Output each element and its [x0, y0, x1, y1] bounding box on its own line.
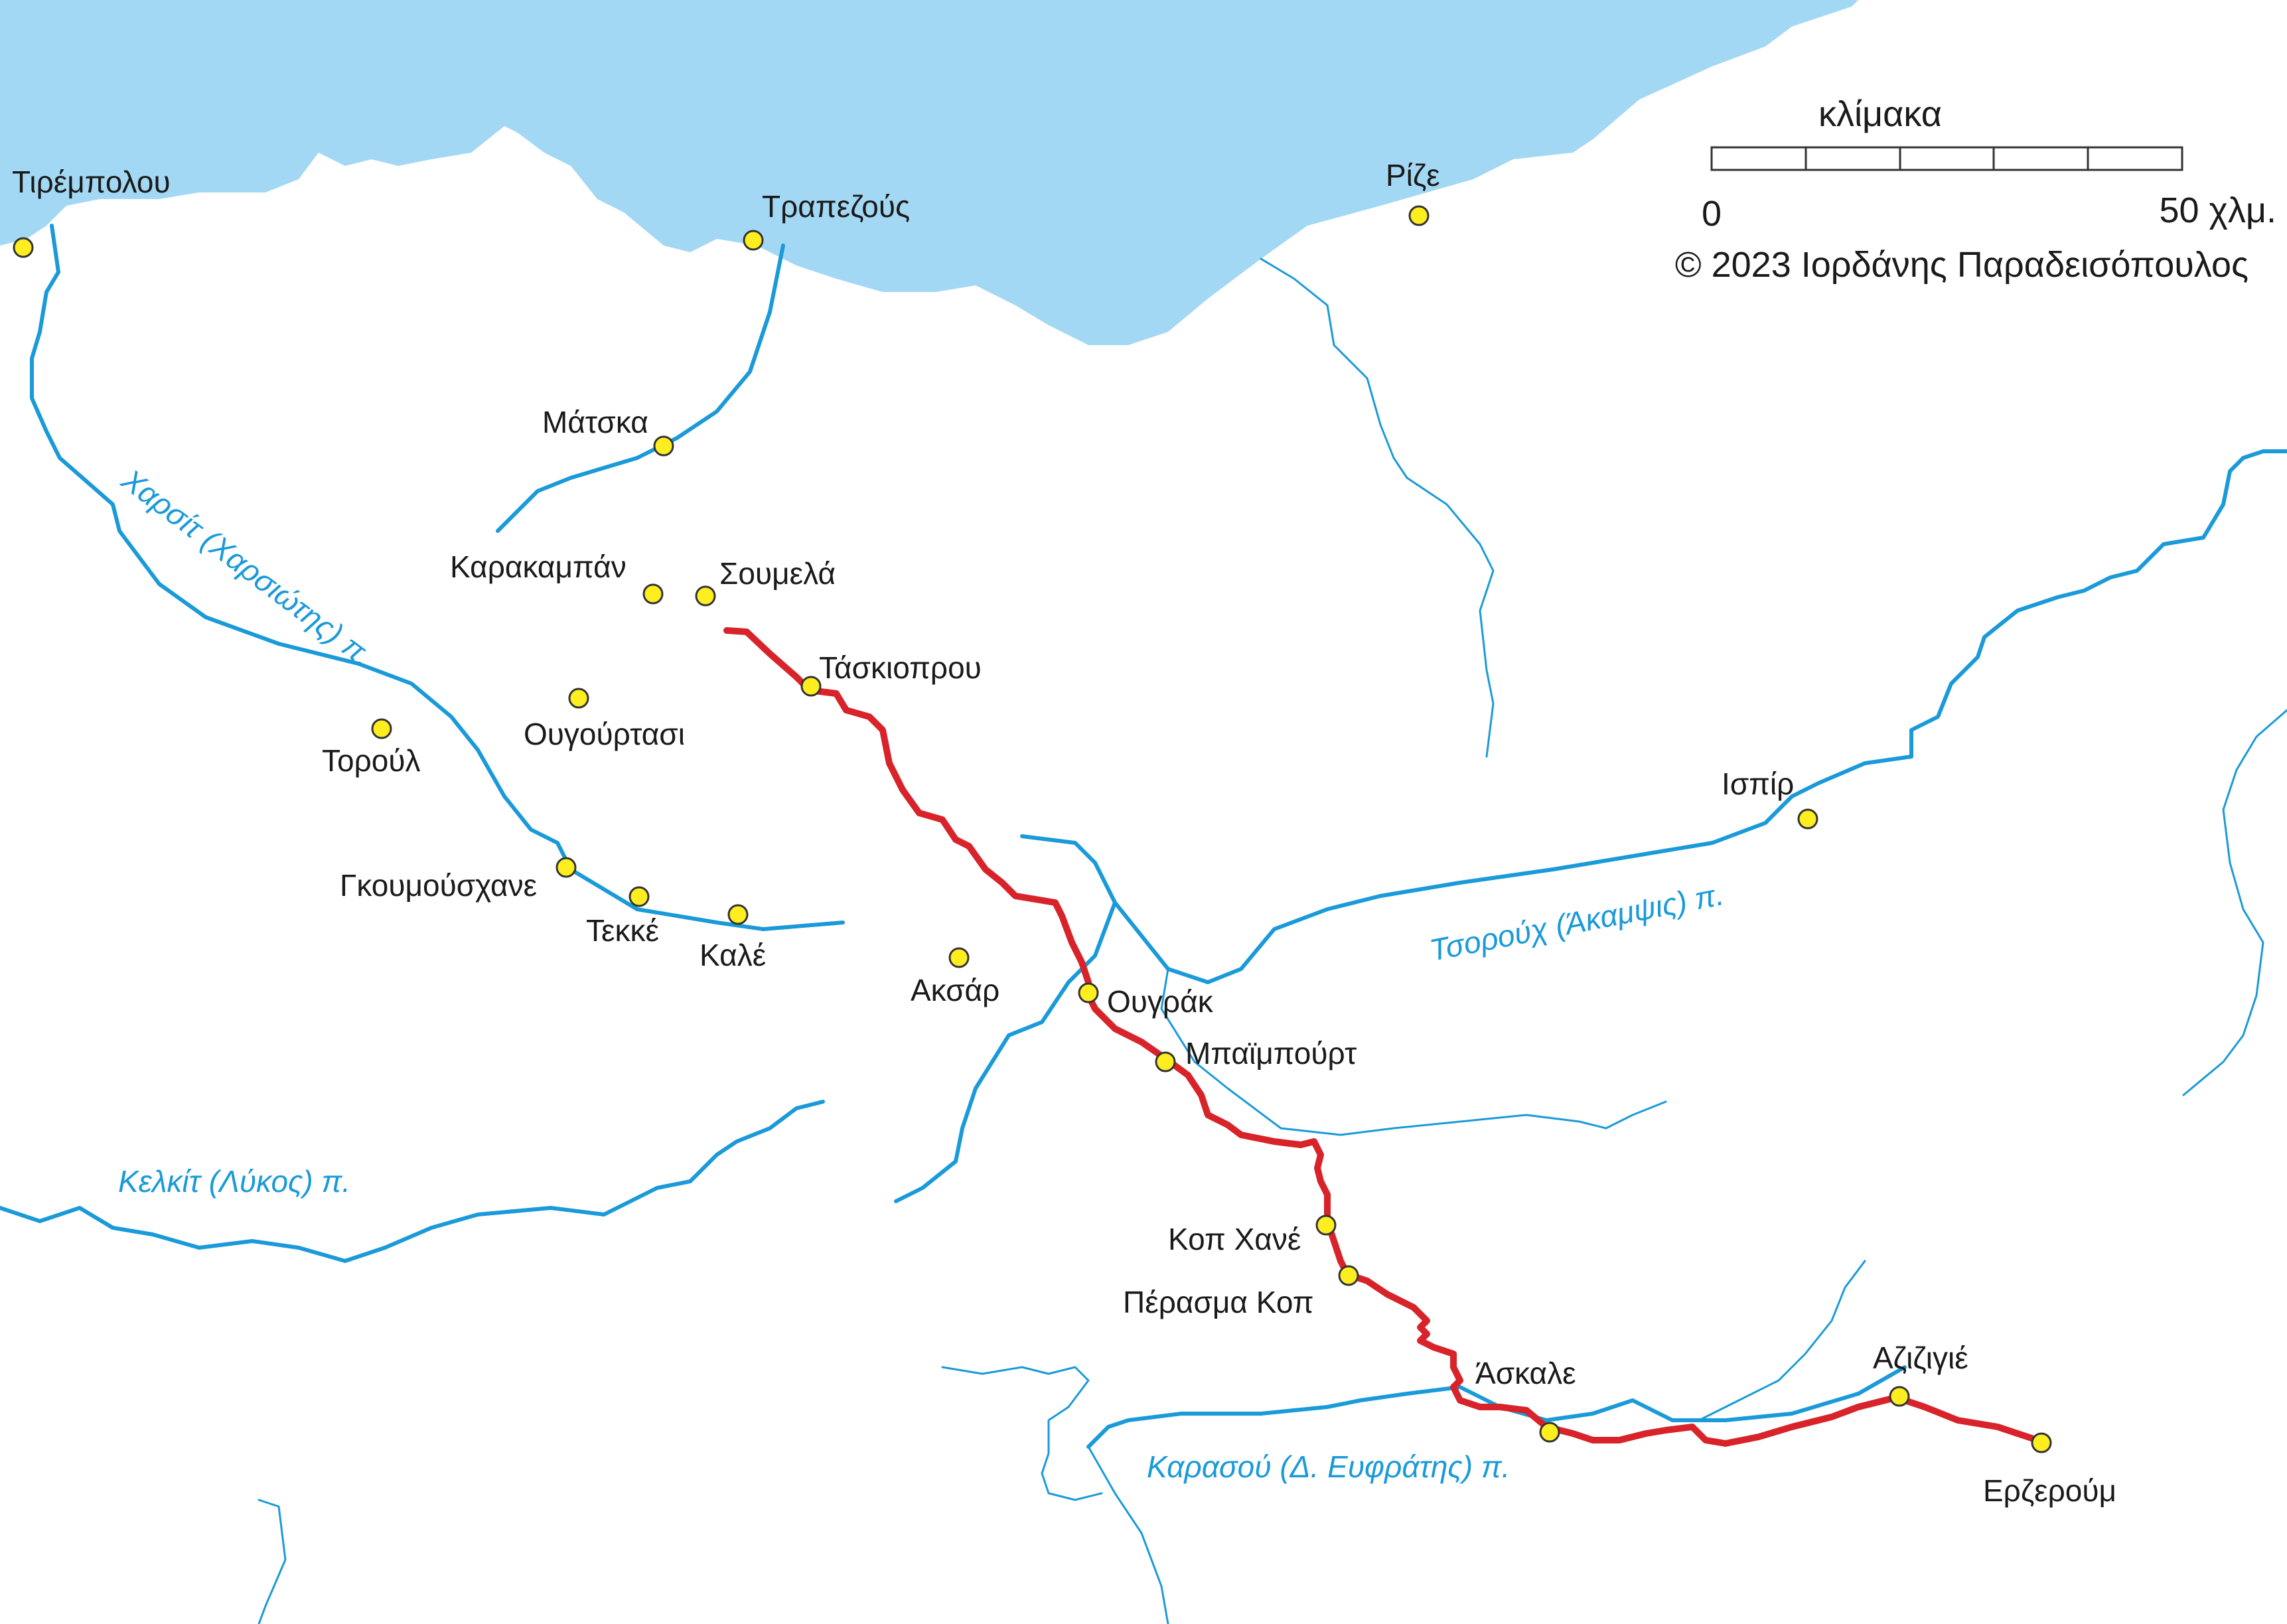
town-marker-toroul: [371, 718, 392, 739]
town-label-erzeroum: Ερζερούμ: [1983, 1473, 2116, 1508]
town-marker-gkoumousxane: [555, 857, 577, 878]
town-marker-rize: [1408, 205, 1430, 226]
town-label-tirempolou: Τιρέμπολου: [12, 165, 171, 199]
route: [723, 627, 2045, 1447]
town-marker-aksar: [948, 947, 970, 968]
town-label-ougrak: Ουγράκ: [1107, 984, 1214, 1019]
town-label-ougourtasi: Ουγούρτασι: [524, 717, 685, 751]
rize-stream: [1260, 258, 1495, 758]
town-marker-tirempolou: [13, 237, 34, 258]
town-label-kop-xane: Κοπ Χανέ: [1168, 1222, 1301, 1256]
town-labels: Τιρέμπολου Τραπεζούς Ρίζε Μάτσκα Καρακαμ…: [12, 158, 2116, 1508]
scale-title: κλίμακα: [1818, 94, 1942, 134]
river-label-kelkit: Κελκίτ (Λύκος) π.: [118, 1164, 350, 1199]
karasou-tributary-3: [941, 1366, 1103, 1501]
town-marker-kop-xane: [1315, 1215, 1337, 1236]
town-marker-kale: [727, 904, 749, 925]
town-marker-matska: [653, 435, 674, 457]
town-marker-ougrak: [1078, 982, 1099, 1003]
town-marker-karakampan: [642, 583, 664, 605]
town-label-aksar: Ακσάρ: [911, 973, 999, 1007]
town-label-soumela: Σουμελά: [719, 556, 836, 591]
town-marker-perasma-kop: [1338, 1265, 1359, 1286]
town-label-toroul: Τορούλ: [322, 743, 421, 778]
scale-bar: κλίμακα 0 50 χλμ. © 2023 Ιορδάνης Παραδε…: [1675, 94, 2276, 285]
charsit-tributary: [496, 244, 785, 533]
town-marker-askale: [1539, 1422, 1560, 1443]
tsorouch-river: [1020, 449, 2287, 984]
tsorouch-tributary-1: [894, 901, 1117, 1203]
east-stream: [2182, 709, 2287, 1096]
town-marker-baibourt: [1155, 1051, 1176, 1072]
town-label-trapezous: Τραπεζούς: [762, 189, 910, 224]
karasou-river: [1086, 1365, 1907, 1449]
town-label-baibourt: Μπαϊμπούρτ: [1185, 1036, 1357, 1070]
town-label-perasma-kop: Πέρασμα Κοπ: [1123, 1285, 1314, 1319]
town-label-gkoumousxane: Γκουμούσχανε: [340, 868, 537, 903]
town-label-tekke: Τεκκέ: [586, 913, 659, 948]
scale-start-label: 0: [1702, 194, 1722, 234]
town-marker-azizigie: [1889, 1386, 1910, 1407]
town-label-taskiopru: Τάσκιοπρου: [819, 650, 982, 685]
river-label-charsit: Χαρσίτ (Χαρσιώτης) π.: [115, 462, 380, 674]
town-marker-taskiopru: [800, 676, 822, 697]
town-marker-soumela: [695, 585, 716, 607]
town-label-askale: Άσκαλε: [1475, 1356, 1576, 1390]
west-stream: [258, 1499, 287, 1624]
town-marker-trapezous: [743, 230, 764, 251]
town-marker-ougourtasi: [568, 688, 589, 709]
black-sea: [0, 0, 1858, 345]
town-label-kale: Καλέ: [700, 938, 766, 972]
river-label-tsorouch: Τσορούχ (Άκαμψις) π.: [1427, 877, 1727, 968]
river-label-karasou: Καρασού (Δ. Ευφράτης) π.: [1147, 1449, 1510, 1484]
scale-end-label: 50 χλμ.: [2159, 190, 2276, 230]
town-markers: [13, 205, 2052, 1453]
town-label-matska: Μάτσκα: [542, 405, 648, 439]
copyright: © 2023 Ιορδάνης Παραδεισόπουλος: [1675, 245, 2249, 285]
tsorouch-tributary-2: [1160, 968, 1667, 1136]
town-label-ispir: Ισπίρ: [1722, 767, 1794, 801]
town-label-rize: Ρίζε: [1386, 158, 1440, 192]
town-label-azizigie: Αζιζιγιέ: [1873, 1341, 1968, 1375]
town-marker-erzeroum: [2031, 1432, 2052, 1453]
karasou-tributary-2: [1087, 1445, 1169, 1624]
town-marker-ispir: [1797, 808, 1818, 830]
scale-rect: [1710, 146, 2183, 171]
town-marker-tekke: [628, 886, 650, 907]
town-label-karakampan: Καρακαμπάν: [450, 550, 627, 584]
karasou-tributary-1: [1698, 1260, 1866, 1422]
kelkit-river: [0, 1100, 825, 1263]
